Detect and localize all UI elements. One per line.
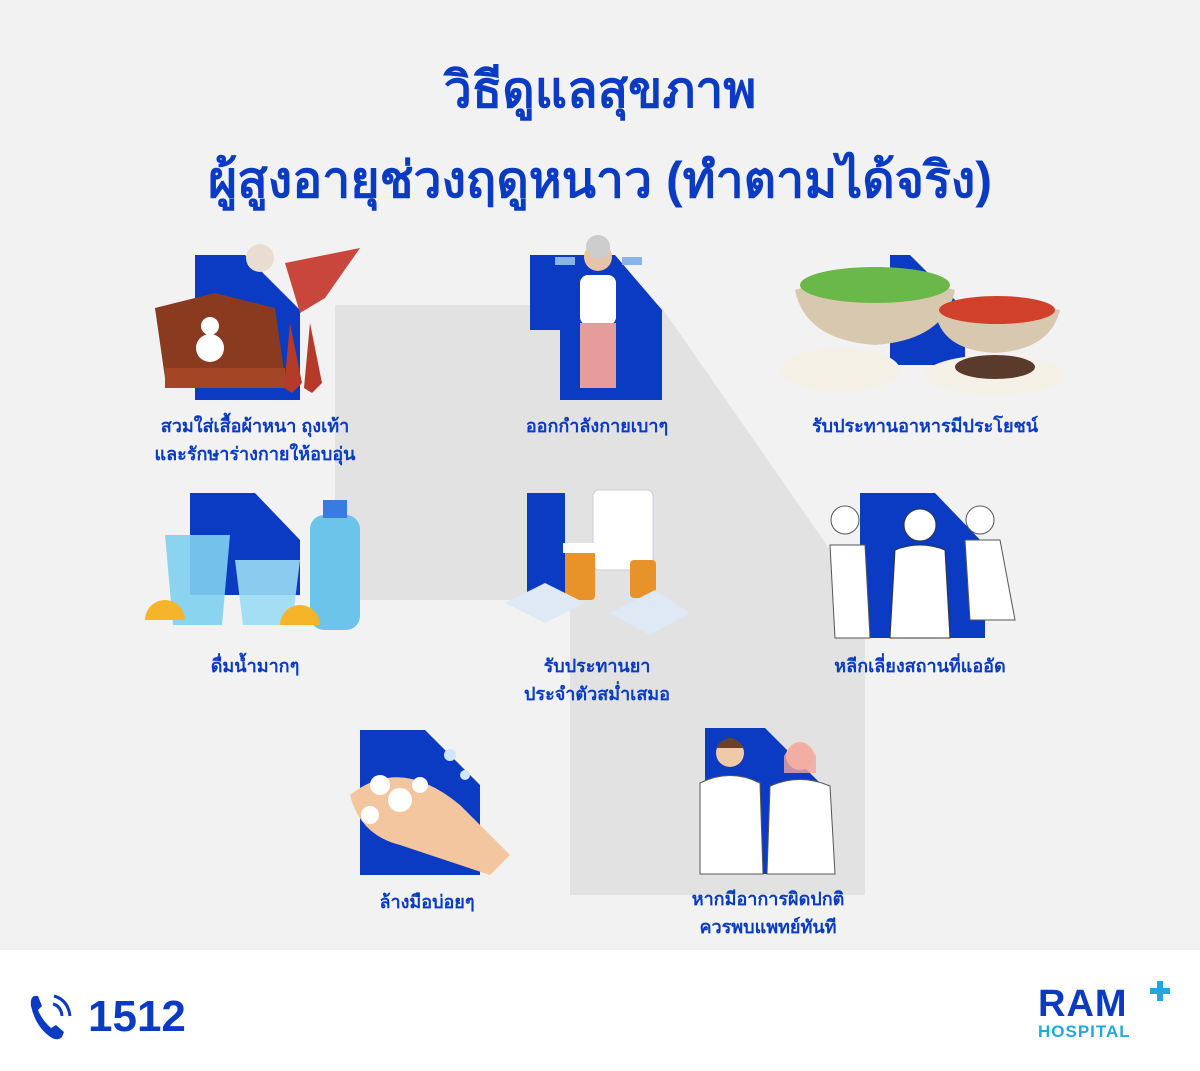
tip-caption: ล้างมือบ่อยๆ [267, 888, 587, 916]
tip-caption: หลีกเลี่ยงสถานที่แออัด [760, 652, 1080, 680]
healthy-food-icon [780, 255, 1065, 395]
hand-washing-icon [350, 730, 510, 875]
tip-text: หากมีอาการผิดปกติ [691, 889, 845, 909]
exercise-icon [530, 235, 662, 400]
tip-caption: ดื่มน้ำมากๆ [95, 652, 415, 680]
tip-caption: หากมีอาการผิดปกติ ควรพบแพทย์ทันที [608, 885, 928, 941]
tip-text: หลีกเลี่ยงสถานที่แออัด [834, 656, 1006, 676]
tip-text: รับประทานอาหารมีประโยชน์ [811, 416, 1039, 436]
footer [0, 950, 1200, 1071]
tip-text: ควรพบแพทย์ทันที [699, 917, 837, 937]
tip-text: ประจำตัวสม่ำเสมอ [524, 684, 670, 704]
tip-caption: สวมใส่เสื้อผ้าหนา ถุงเท้า และรักษาร่างกา… [95, 412, 415, 468]
tip-caption: ออกกำลังกายเบาๆ [437, 412, 757, 440]
tip-text: รับประทานยา [543, 656, 651, 676]
hotline-number: 1512 [88, 992, 186, 1041]
tip-text: สวมใส่เสื้อผ้าหนา ถุงเท้า [160, 416, 350, 436]
title-line-1: วิธีดูแลสุขภาพ [443, 62, 757, 118]
tip-caption: รับประทานอาหารมีประโยชน์ [765, 412, 1085, 440]
crowd-icon [829, 493, 1016, 639]
doctors-icon [699, 728, 836, 875]
logo-sub-text: HOSPITAL [1038, 1022, 1131, 1041]
plus-icon [1150, 981, 1170, 1001]
tip-text: ออกกำลังกายเบาๆ [525, 416, 669, 436]
hotline[interactable]: 1512 [28, 992, 186, 1042]
title-line-2: ผู้สูงอายุช่วงฤดูหนาว (ทำตามได้จริง) [207, 152, 992, 208]
tip-caption: รับประทานยา ประจำตัวสม่ำเสมอ [437, 652, 757, 708]
tip-text: ล้างมือบ่อยๆ [379, 892, 475, 912]
tip-text: ดื่มน้ำมากๆ [210, 656, 300, 676]
drinks-icon [145, 493, 360, 630]
background-shape [335, 305, 865, 895]
logo-main-text: RAM [1038, 983, 1128, 1025]
tip-text: และรักษาร่างกายให้อบอุ่น [154, 444, 356, 464]
warm-clothes-icon [155, 244, 360, 400]
phone-icon [30, 994, 72, 1040]
ram-hospital-logo: RAM HOSPITAL [1038, 981, 1170, 1041]
medicine-icon [505, 489, 690, 635]
